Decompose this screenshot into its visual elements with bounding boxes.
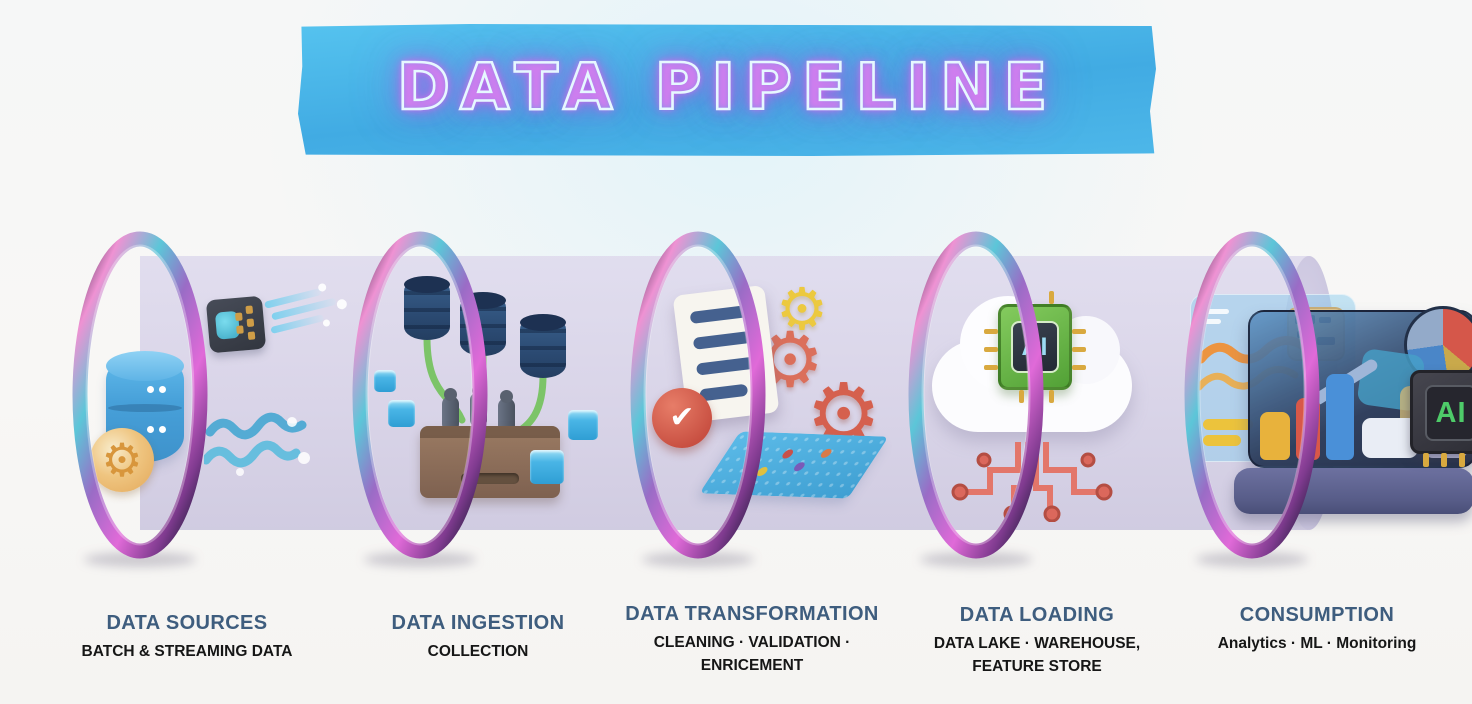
gear-icon: ⚙ [90, 428, 154, 492]
stage-art-consumption: AI [1182, 276, 1472, 521]
stage-title: DATA INGESTION [391, 612, 565, 634]
stage-label-data-transformation: DATA TRANSFORMATION CLEANING · VALIDATIO… [592, 603, 912, 678]
ring-shadow [1196, 552, 1308, 567]
pipeline-ring [630, 231, 766, 559]
page-title: DATA PIPELINE [396, 50, 1058, 127]
stage-art-data-transformation: ⚙ ⚙ ⚙ ✔ [652, 280, 889, 503]
database-cluster-icon [520, 314, 566, 378]
chip-icon [205, 295, 267, 354]
ring-shadow [642, 552, 754, 567]
ring-shadow [84, 552, 196, 567]
ring-shadow [920, 552, 1032, 567]
stage-art-data-sources: ⚙ [78, 282, 348, 492]
data-cube-icon [374, 370, 396, 392]
database-cluster-icon [404, 276, 450, 340]
ring-shadow [364, 552, 476, 567]
data-cube-icon [388, 400, 415, 427]
valve-icon [498, 390, 515, 434]
stage-label-data-ingestion: DATA INGESTION COLLECTION [318, 612, 638, 663]
data-cube-icon [530, 450, 564, 484]
stage-title: CONSUMPTION [1239, 604, 1395, 626]
check-badge-icon: ✔ [652, 388, 712, 448]
title-banner: DATA PIPELINE [298, 24, 1156, 156]
bar-chart-icon [1326, 374, 1354, 460]
ai-chip-label: AI [1425, 385, 1472, 441]
stage-label-data-sources: DATA SOURCES BATCH & STREAMING DATA [27, 612, 347, 663]
dashboard-base [1234, 468, 1472, 514]
pipeline-ring [352, 231, 488, 559]
bar-chart-icon [1260, 412, 1290, 460]
stage-subtitle: BATCH & STREAMING DATA [81, 643, 293, 660]
pipeline-ring [1184, 231, 1320, 559]
stage-label-data-loading: DATA LOADING DATA LAKE · WAREHOUSE, FEAT… [877, 604, 1197, 679]
gear-yellow-icon: ⚙ [776, 275, 828, 343]
dashboard-tile [1362, 418, 1418, 458]
stage-subtitle: DATA LAKE · WAREHOUSE, FEATURE STORE [933, 635, 1141, 676]
ai-chip-icon: AI [1410, 370, 1472, 467]
stage-title: DATA SOURCES [106, 612, 268, 634]
stage-title: DATA LOADING [959, 604, 1115, 626]
stage-subtitle: CLEANING · VALIDATION · ENRICEMENT [653, 634, 851, 675]
stage-label-consumption: CONSUMPTION Analytics · ML · Monitoring [1157, 604, 1472, 655]
stage-subtitle: COLLECTION [427, 643, 529, 660]
data-cube-icon [568, 410, 598, 440]
valve-icon [442, 388, 459, 432]
pipeline-ring [908, 231, 1044, 559]
pipeline-ring [72, 231, 208, 559]
stage-title: DATA TRANSFORMATION [625, 603, 879, 625]
stage-subtitle: Analytics · ML · Monitoring [1217, 635, 1417, 652]
stream-waves-icon [204, 412, 310, 476]
